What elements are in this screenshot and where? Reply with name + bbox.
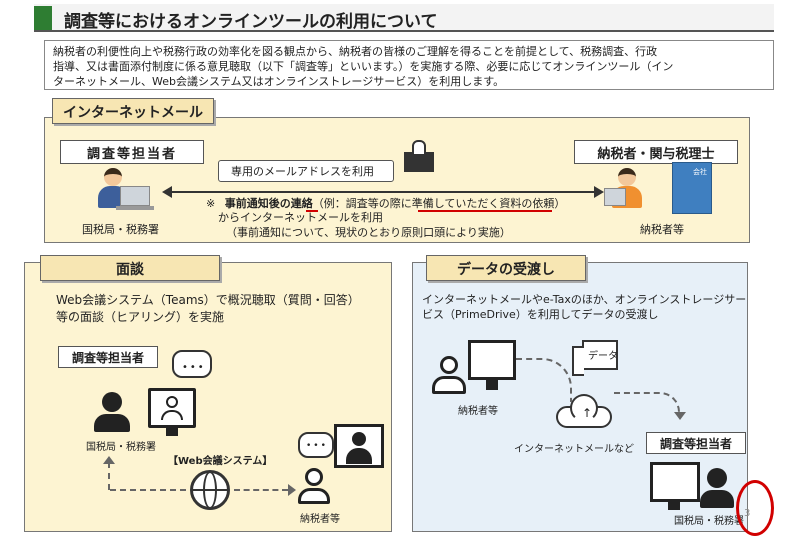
dash-arrow-left	[110, 489, 186, 491]
page-title: 調査等におけるオンラインツールの利用について	[64, 12, 438, 32]
building-sign: 会社	[693, 168, 707, 176]
mail-address-callout: 専用のメールアドレスを利用	[218, 160, 394, 182]
meeting-desc-1: Web会議システム（Teams）で概況聴取（質問・回答）	[56, 293, 360, 307]
meeting-tab: 面談	[40, 255, 220, 281]
data-taxpayer-caption: 納税者等	[458, 406, 498, 417]
data-desc-2: ビス（PrimeDrive）を利用してデータの受渡し	[422, 308, 659, 321]
dash-arrow-right	[234, 489, 288, 491]
data-taxpayer-monitor-icon	[468, 340, 516, 380]
data-officer-monitor-icon	[650, 462, 700, 502]
folder-back	[572, 346, 584, 376]
download-dash-arrow	[614, 392, 680, 412]
data-exchange-tab: データの受渡し	[426, 255, 586, 281]
intro-box: 納税者の利便性向上や税務行政の効率化を図る観点から、納税者の皆様のご理解を得るこ…	[44, 40, 774, 90]
intro-line-2: 指導、又は書面添付制度に係る意見聴取（以下「調査等」といいます。）を実施する際、…	[53, 60, 674, 73]
meeting-desc-2: 等の面談（ヒアリング）を実施	[56, 310, 225, 324]
red-circle-annotation	[736, 480, 774, 536]
taxpayer-chat-bubble-icon: •••	[298, 432, 334, 458]
meeting-officer-icon	[94, 392, 130, 432]
mail-officer-label: 調査等担当者	[60, 140, 204, 164]
intro-line-3: ターネットメール、Web会議システム又はオンラインストレージサービス）を利用しま…	[53, 75, 505, 88]
meeting-monitor-icon	[148, 388, 196, 428]
mail-exchange-arrow	[170, 191, 594, 193]
mail-officer-caption: 国税局・税務署	[82, 223, 159, 236]
intro-line-1: 納税者の利便性向上や税務行政の効率化を図る観点から、納税者の皆様のご理解を得るこ…	[53, 45, 658, 58]
arrowhead-right	[288, 484, 296, 496]
data-officer-label: 調査等担当者	[646, 432, 746, 454]
envelope-icon	[404, 140, 434, 174]
data-desc-1: インターネットメールやe-Taxのほか、オンラインストレージサー	[422, 293, 747, 306]
arrowhead-up	[103, 456, 115, 464]
red-underline-2	[418, 210, 552, 212]
meeting-officer-caption: 国税局・税務署	[86, 442, 156, 453]
data-officer-icon	[700, 468, 734, 508]
taxpayer-laptop-illustration	[604, 168, 664, 212]
chat-bubble-icon: •••	[172, 350, 212, 378]
officer-laptop-illustration	[96, 168, 156, 212]
meeting-officer-label: 調査等担当者	[58, 346, 158, 368]
monitor-stand	[166, 428, 178, 436]
data-officer-caption: 国税局・税務署	[674, 516, 744, 527]
mail-address-text: 専用のメールアドレスを利用	[231, 165, 374, 178]
page-number: 3	[744, 508, 751, 519]
cloud-caption: インターネットメールなど	[514, 444, 634, 455]
mail-note-line-2: からインターネットメールを利用	[218, 211, 383, 224]
data-officer-monitor-stand	[668, 502, 680, 510]
arrow-head-right	[594, 186, 604, 198]
mail-note-line-3: （事前通知について、現状のとおり原則口頭により実施）	[226, 226, 511, 239]
arrow-head-left	[162, 186, 172, 198]
folder-label: データ	[588, 351, 618, 362]
title-accent-mark	[34, 6, 52, 30]
title-bar: 調査等におけるオンラインツールの利用について	[34, 4, 774, 32]
note-example: （例：調査等の際に準備していただく資料の依頼）	[312, 197, 566, 210]
company-building-icon: 会社	[672, 162, 712, 214]
internet-mail-tab: インターネットメール	[52, 98, 214, 124]
data-monitor-stand	[486, 380, 498, 390]
download-arrowhead	[674, 412, 686, 420]
web-system-label: 【Web会議システム】	[168, 456, 273, 467]
dash-arrow-left-up	[108, 462, 110, 490]
mail-taxpayer-label: 納税者・関与税理士	[574, 140, 738, 164]
red-underline-1	[306, 210, 318, 212]
taxpayer-monitor-icon	[334, 424, 384, 468]
mail-taxpayer-caption: 納税者等	[640, 223, 684, 236]
cloud-icon: ↑	[556, 392, 612, 428]
globe-icon	[190, 470, 230, 510]
meeting-taxpayer-caption: 納税者等	[300, 514, 340, 525]
data-folder-icon: データ	[582, 340, 618, 370]
meeting-taxpayer-icon	[298, 468, 330, 506]
mail-note-line-1: ※ 事前通知後の連絡（例：調査等の際に準備していただく資料の依頼）	[206, 196, 565, 211]
upload-dash-arrow	[516, 358, 572, 402]
data-taxpayer-icon	[432, 356, 466, 396]
note-mark: ※	[206, 197, 216, 210]
note-bold: 事前通知後の連絡	[224, 197, 313, 210]
